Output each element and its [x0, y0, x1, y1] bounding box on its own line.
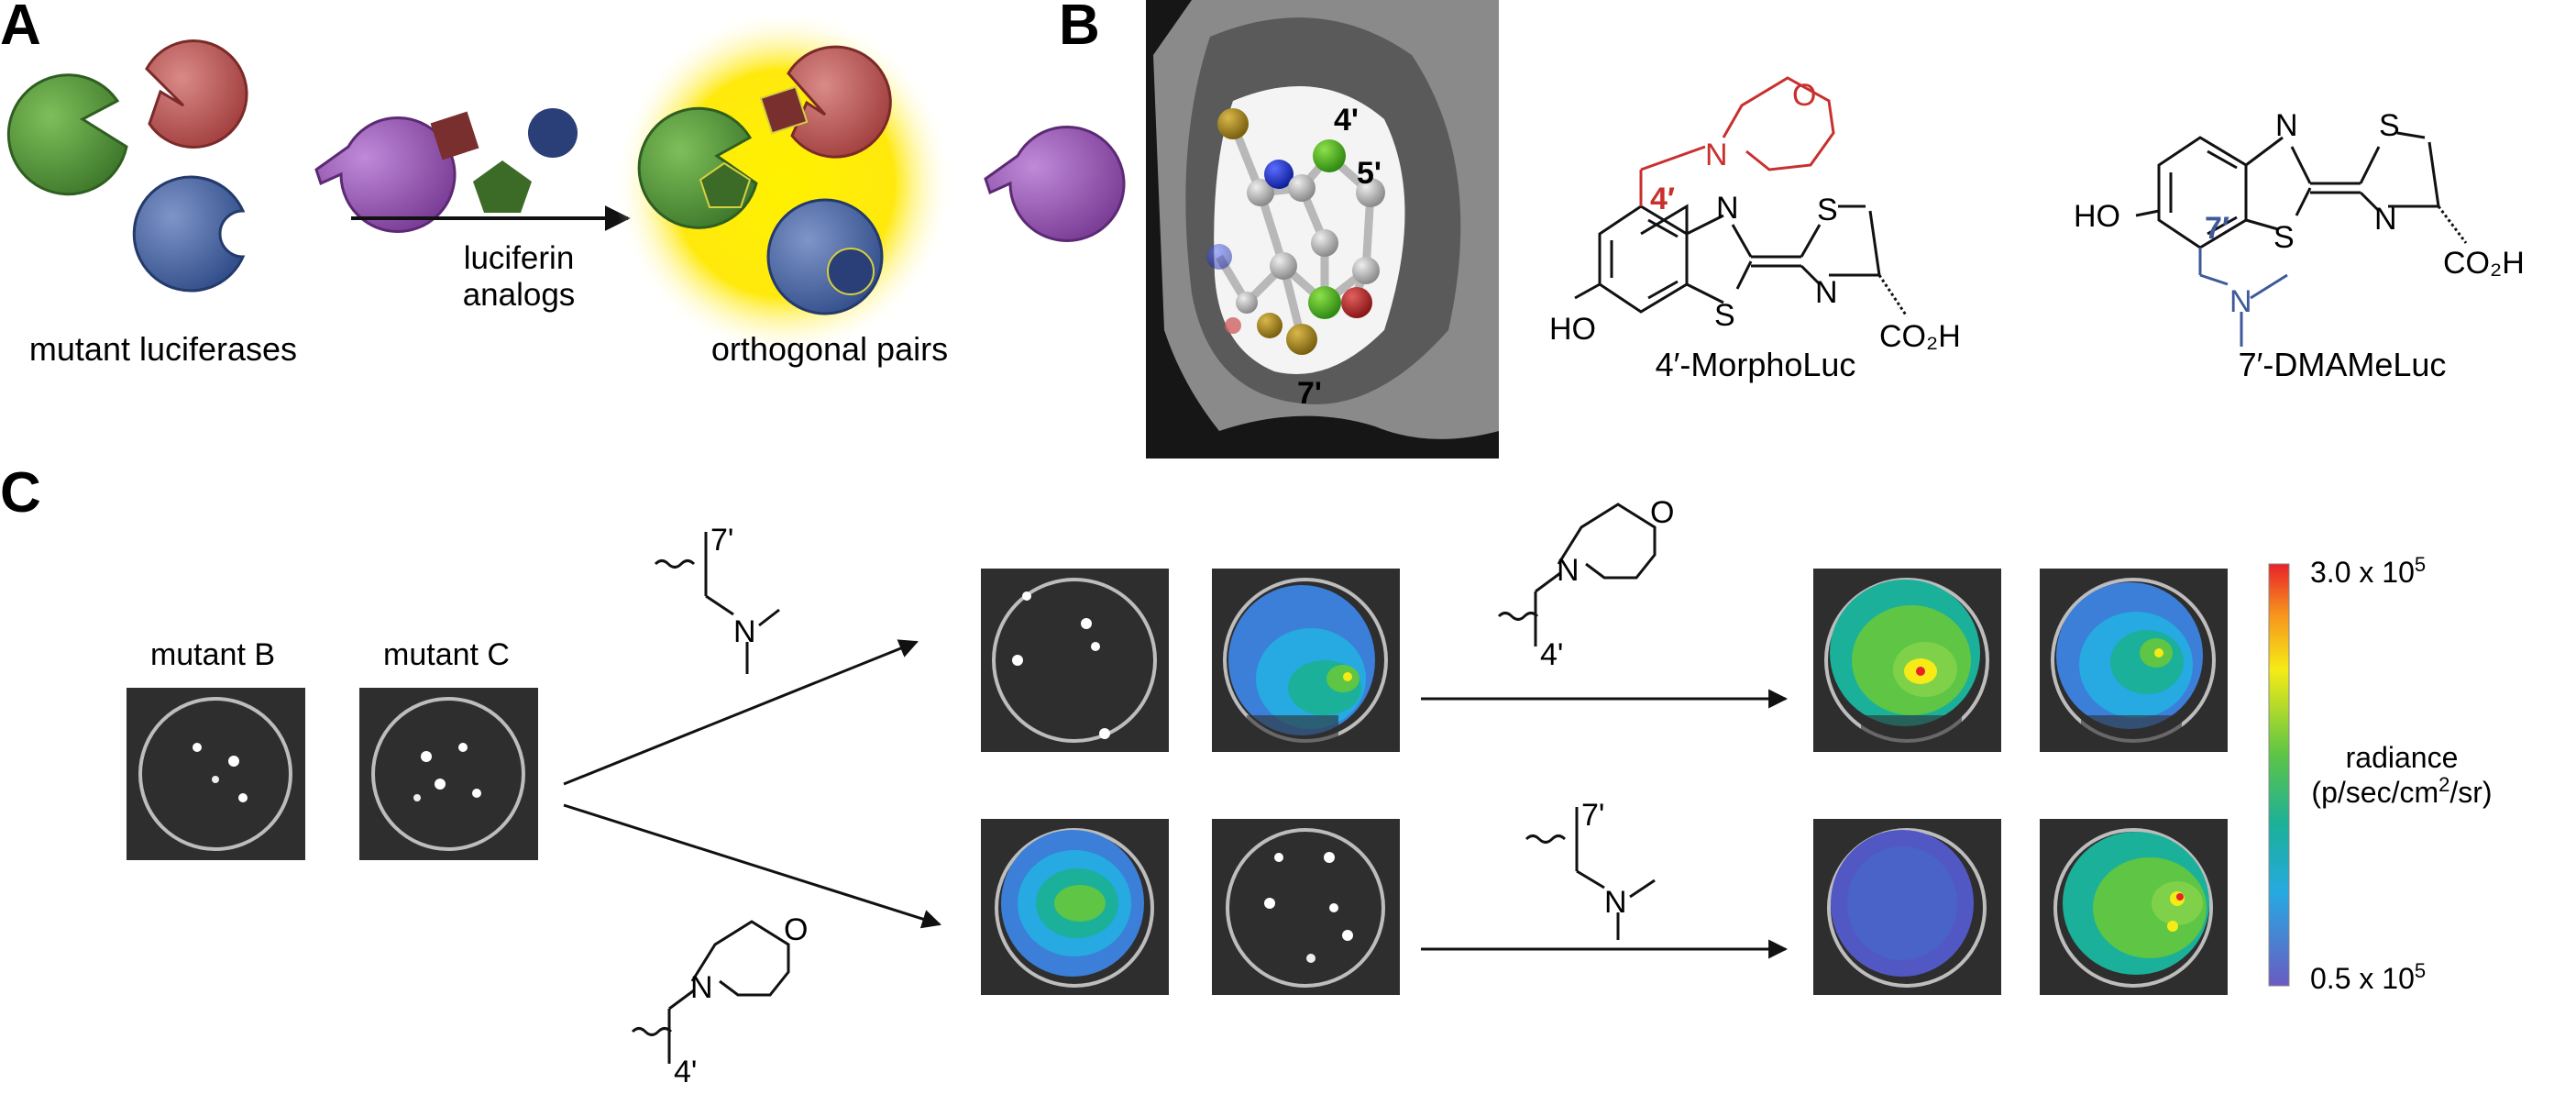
- morpholuc-ho: HO: [1549, 312, 1596, 347]
- position-label-5: 5': [1357, 156, 1382, 191]
- panel-c-letter: C: [0, 461, 41, 525]
- morpholuc-position-label: 4′: [1650, 182, 1675, 216]
- dmameluc-n-thiazoline: N: [2374, 202, 2397, 237]
- well-mid-lower-lit: [981, 819, 1169, 995]
- morpholuc-morph-n: N: [1705, 138, 1728, 172]
- dmameluc-amine-n: N: [2229, 284, 2252, 319]
- structure-morpholuc: [1574, 76, 1909, 317]
- colorbar-min-label: 0.5 x 105: [2310, 959, 2426, 995]
- fragment-dma-lower-n: N: [1604, 885, 1627, 920]
- arrow-split-up: [563, 639, 919, 786]
- label-mutant-c: mutant C: [383, 637, 510, 672]
- pentagon-bound: [699, 161, 752, 208]
- colorbar-title-units: (p/sec/cm2/sr): [2311, 773, 2492, 809]
- circle-bound: [827, 248, 875, 295]
- position-label-4: 4': [1334, 103, 1359, 138]
- fragment-dma-upper-label: 7': [710, 523, 733, 558]
- well-mid-upper-lit: [1212, 569, 1400, 752]
- well-mutant-c: [359, 688, 538, 860]
- purple-luciferase: [314, 116, 457, 233]
- colorbar-max-label: 3.0 x 105: [2310, 553, 2426, 589]
- fragment-morph-lower-o: O: [784, 912, 808, 947]
- binding-pocket-render: [1146, 0, 1499, 459]
- caption-mutant-luciferases: mutant luciferases: [29, 330, 297, 368]
- morpholuc-n-thiazoline: N: [1815, 275, 1838, 310]
- radiance-colorbar: [2268, 563, 2290, 987]
- dmameluc-n-ring: N: [2275, 108, 2298, 143]
- dmameluc-s-thiazoline: S: [2379, 108, 2400, 143]
- fragment-dma-upper-n: N: [733, 614, 756, 649]
- well-mid-lower-dark: [1212, 819, 1400, 995]
- well-right-upper-2: [2040, 569, 2228, 752]
- blue-luciferase: [132, 175, 246, 293]
- fragment-morph-lower-label: 4': [674, 1055, 697, 1089]
- structure-dmameluc: [2135, 131, 2468, 347]
- well-mutant-b: [127, 688, 305, 860]
- square-analog: [430, 111, 479, 160]
- fragment-morph-upper-label: 4': [1540, 637, 1563, 672]
- panel-a-letter: A: [0, 0, 41, 57]
- colorbar-title-radiance: radiance: [2346, 741, 2459, 774]
- morpholuc-morph-o: O: [1792, 78, 1816, 113]
- green-luciferase: [6, 73, 128, 196]
- circle-analog: [528, 108, 578, 158]
- dmameluc-s-ring: S: [2273, 220, 2295, 255]
- position-label-7: 7': [1297, 376, 1322, 411]
- square-bound: [759, 85, 809, 135]
- morpholuc-s-thiazoline: S: [1817, 193, 1838, 227]
- morpholuc-s-ring: S: [1714, 298, 1735, 333]
- fragment-morph-lower-n: N: [690, 970, 713, 1005]
- fragment-morph-upper-n: N: [1557, 553, 1580, 588]
- dmameluc-ho: HO: [2074, 199, 2120, 234]
- purple-luciferase-free: [984, 125, 1126, 242]
- morpholuc-n-ring: N: [1716, 191, 1739, 226]
- morpholuc-name: 4′-MorphoLuc: [1656, 346, 1856, 383]
- panel-b-letter: B: [1059, 0, 1100, 57]
- well-mid-upper-dark: [981, 569, 1169, 752]
- red-luciferase: [145, 39, 248, 149]
- arrow-label-luciferin: luciferin: [464, 240, 575, 276]
- dmameluc-position-label: 7′: [2205, 211, 2229, 246]
- arrow-label-analogs: analogs: [463, 277, 576, 313]
- dmameluc-co2h: CO₂H: [2443, 246, 2525, 281]
- caption-orthogonal-pairs: orthogonal pairs: [711, 330, 948, 368]
- fragment-dma-lower-label: 7': [1581, 798, 1604, 833]
- well-right-lower-2: [2040, 819, 2228, 995]
- dmameluc-name: 7′-DMAMeLuc: [2239, 346, 2447, 383]
- arrow-split-down: [563, 803, 942, 929]
- fragment-dma-upper: [654, 532, 780, 674]
- fragment-morph-upper-o: O: [1650, 495, 1674, 530]
- pentagon-analog: [473, 160, 532, 213]
- fragment-dma-lower: [1525, 807, 1656, 940]
- well-right-lower-1: [1813, 819, 2001, 995]
- well-right-upper-1: [1813, 569, 2001, 752]
- label-mutant-b: mutant B: [150, 637, 275, 672]
- fragment-morph-upper: [1497, 503, 1657, 646]
- morpholuc-co2h: CO₂H: [1879, 319, 1961, 354]
- red-luciferase-paired: [787, 45, 892, 159]
- fragment-morph-lower: [631, 920, 790, 1064]
